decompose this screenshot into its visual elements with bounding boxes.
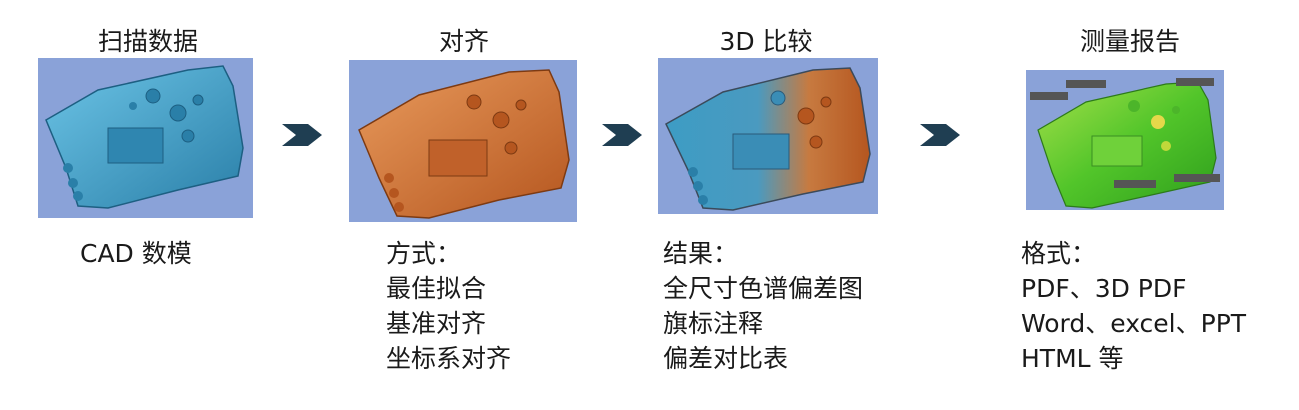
desc-line: 方式： xyxy=(386,239,462,268)
report-image xyxy=(1026,70,1224,210)
desc-line: 格式： xyxy=(1021,239,1097,268)
desc-line: 偏差对比表 xyxy=(663,344,789,373)
step-desc-report: 格式： PDF、3D PDF Word、excel、PPT HTML 等 xyxy=(1021,236,1246,376)
desc-line: 基准对齐 xyxy=(386,309,487,338)
step-title-scan: 扫描数据 xyxy=(97,27,198,56)
step-desc-3d-compare: 结果： 全尺寸色谱偏差图 旗标注释 偏差对比表 xyxy=(663,236,863,376)
desc-line: HTML 等 xyxy=(1021,344,1124,373)
chevron-right-icon xyxy=(282,124,322,146)
desc-line: 全尺寸色谱偏差图 xyxy=(663,274,864,303)
scan-data-image xyxy=(38,58,253,218)
step-desc-scan: CAD 数模 xyxy=(80,236,192,271)
desc-line: 坐标系对齐 xyxy=(386,344,512,373)
desc-line: 最佳拟合 xyxy=(386,274,487,303)
desc-line: 旗标注释 xyxy=(663,309,764,338)
alignment-image xyxy=(349,60,577,222)
step-desc-align: 方式： 最佳拟合 基准对齐 坐标系对齐 xyxy=(386,236,511,376)
step-title-report: 测量报告 xyxy=(1079,27,1180,56)
chevron-right-icon xyxy=(920,124,960,146)
desc-line: 结果： xyxy=(663,239,739,268)
desc-line: CAD 数模 xyxy=(80,239,192,268)
desc-line: Word、excel、PPT xyxy=(1021,309,1247,338)
step-title-align: 对齐 xyxy=(438,27,489,56)
chevron-right-icon xyxy=(602,124,642,146)
3d-compare-image xyxy=(658,58,878,214)
desc-line: PDF、3D PDF xyxy=(1021,274,1187,303)
step-title-3d-compare: 3D 比较 xyxy=(719,27,813,56)
